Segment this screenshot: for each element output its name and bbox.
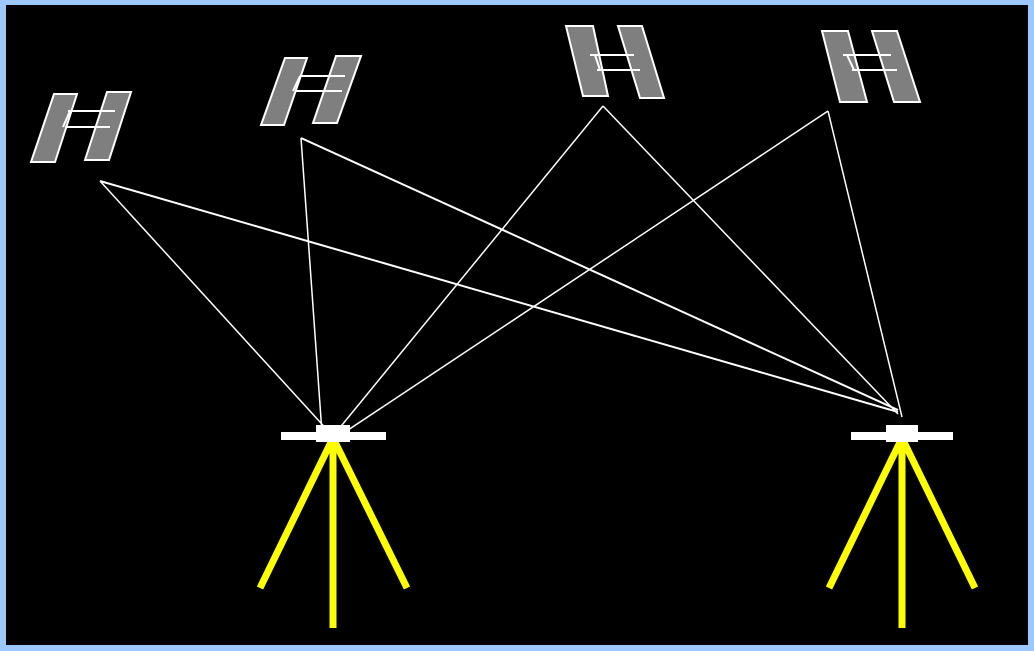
signal-line-sat2-right [300,137,899,411]
satellite-2-icon [259,55,363,126]
signal-line-sat1-left [99,180,331,434]
receiver-left-icon [256,425,411,628]
signal-line-sat4-left [335,110,829,439]
signal-line-sat4-right [827,110,903,418]
satellite-4-icon [820,30,922,103]
signal-line-sat3-left [332,105,604,437]
signal-line-sat3-right [602,105,899,415]
signal-lines [99,105,903,439]
receiver-right-icon [825,425,979,628]
signal-line-sat2-left [300,137,323,434]
satellite-1-icon [29,91,133,163]
signal-line-sat1-right [99,180,899,413]
satellite-3-icon [564,25,666,99]
